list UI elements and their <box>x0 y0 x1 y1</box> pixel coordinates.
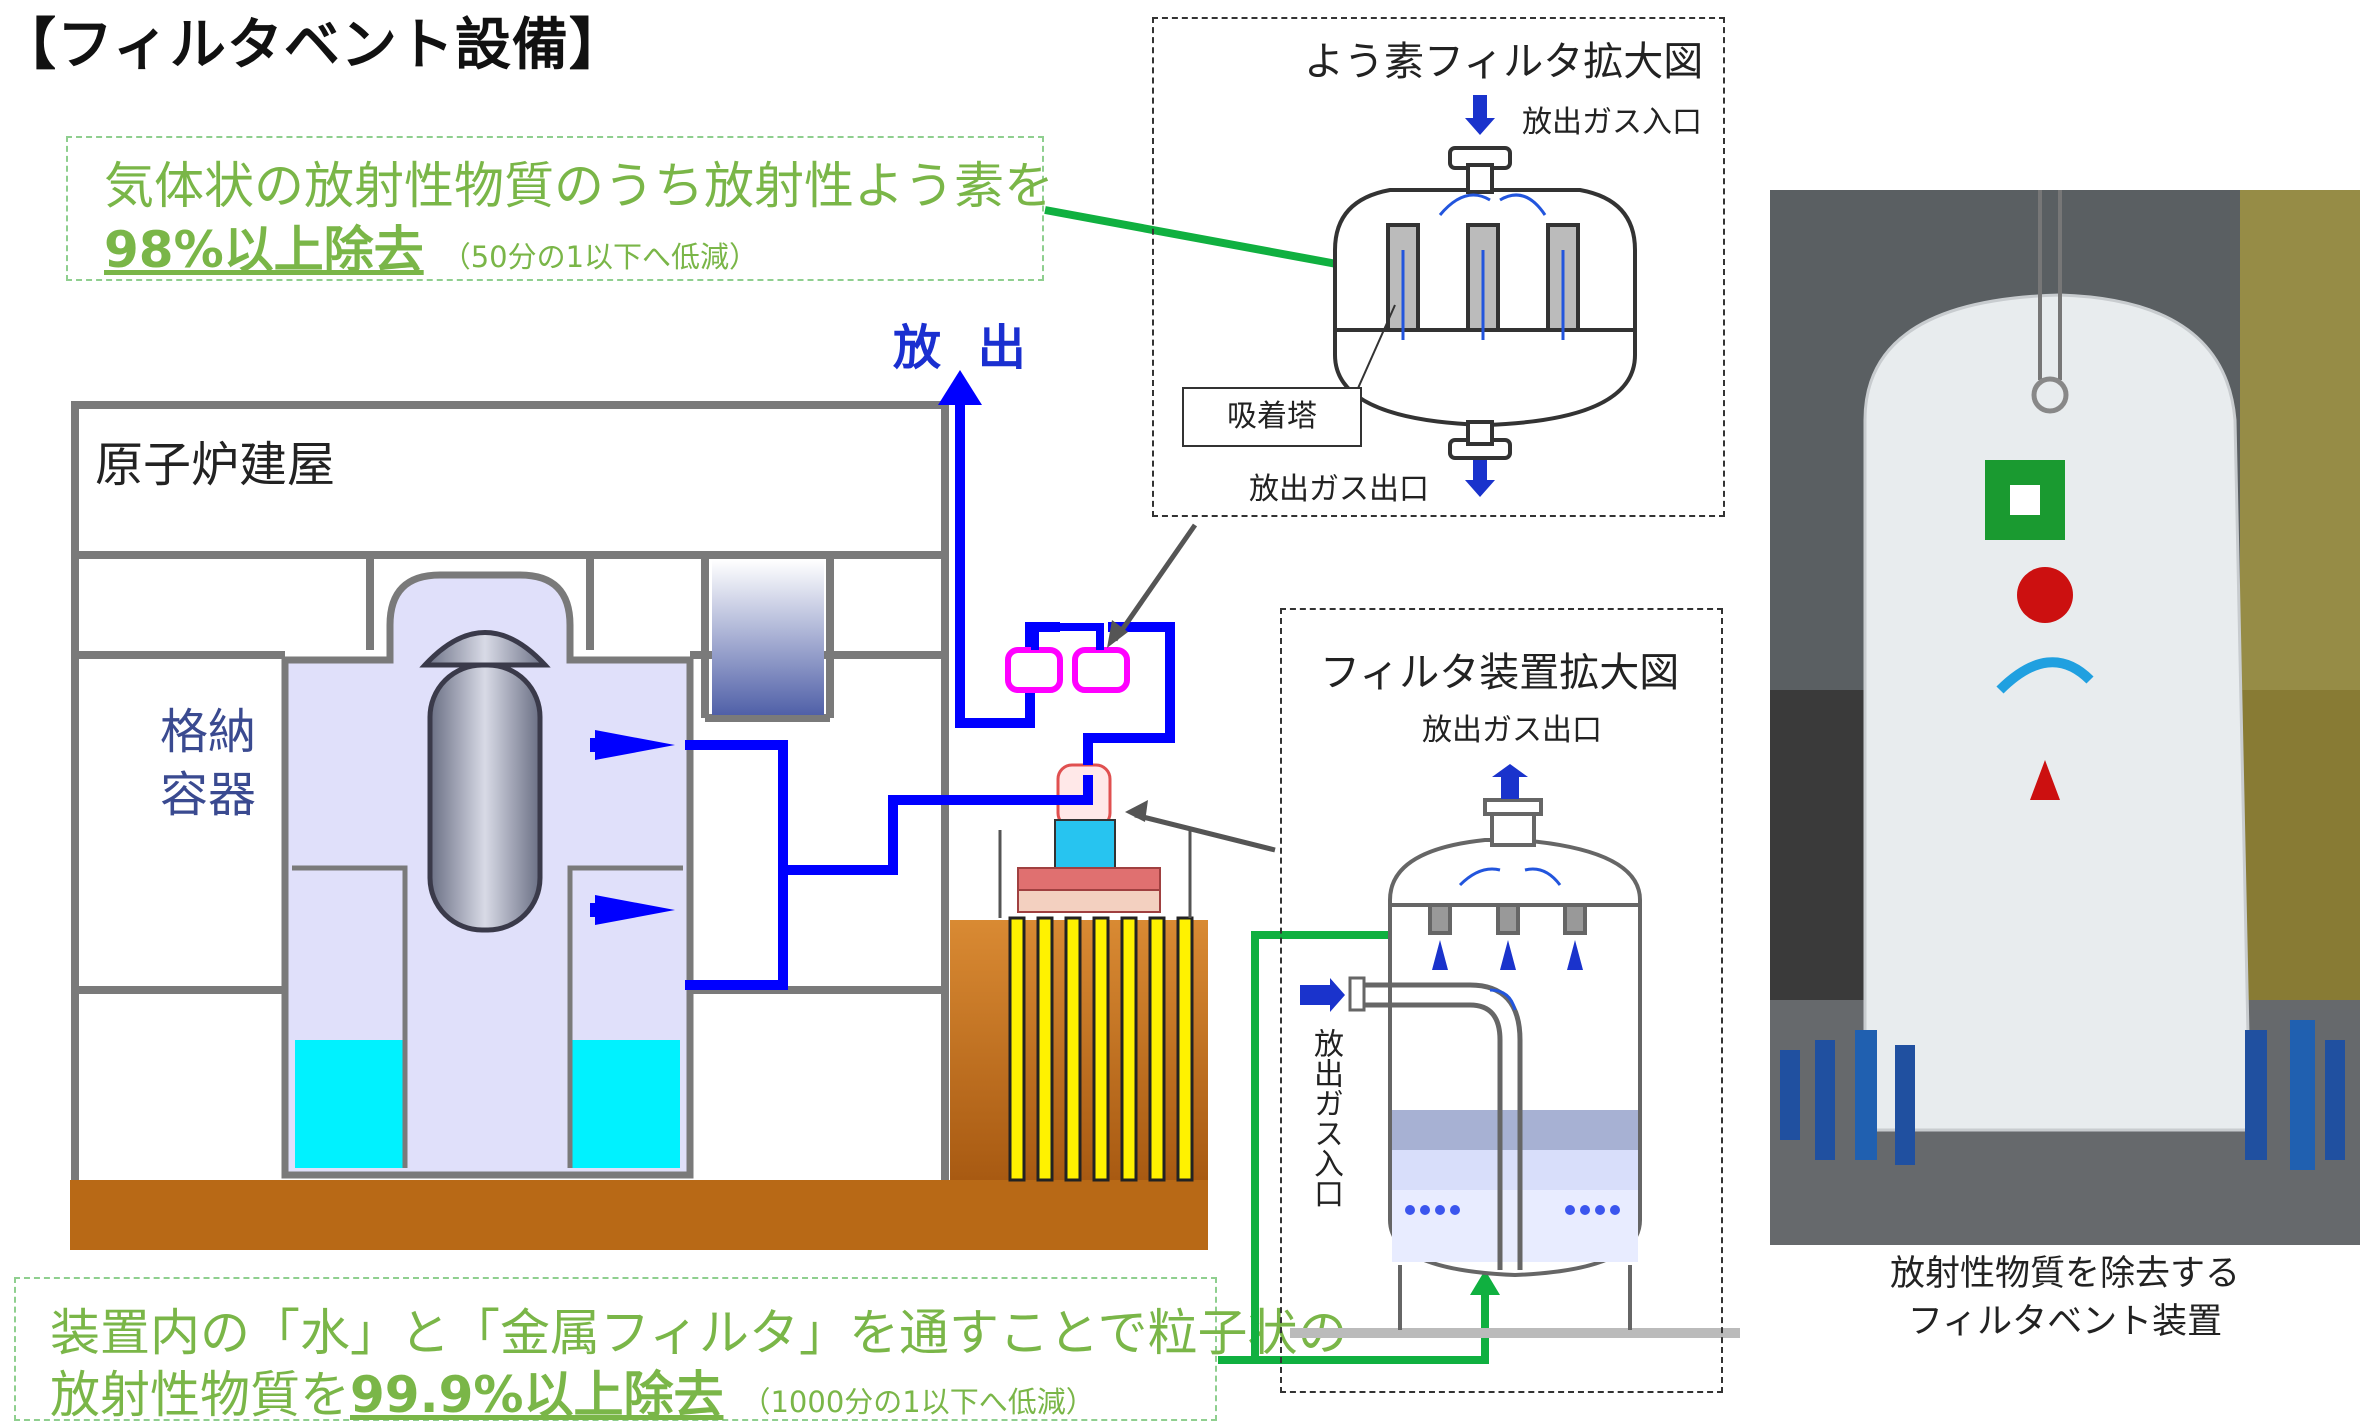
filter-device-detail-title: フィルタ装置拡大図 <box>1320 650 1680 696</box>
particle-reduction-note: （1000分の1以下へ低減） <box>741 1385 1095 1419</box>
containment-vessel <box>281 571 694 1179</box>
particle-callout-prefix: 放射性物質を <box>50 1366 350 1424</box>
filter-metal-layer <box>1392 1110 1638 1150</box>
reactor-building-label: 原子炉建屋 <box>95 437 336 493</box>
particle-removal-rate: 99.9%以上除去 <box>350 1366 724 1424</box>
page-title: 【フィルタベント設備】 <box>0 13 626 78</box>
foundation-piles <box>1008 916 1194 1182</box>
filter-flow-arrows <box>1432 940 1583 970</box>
iodine-gas-inlet-label: 放出ガス入口 <box>1522 105 1702 140</box>
photo-caption-line2: フィルタベント装置 <box>1907 1302 2223 1342</box>
vent-arrow-lower <box>595 895 675 925</box>
iodine-filter-detail-title: よう素フィルタ拡大図 <box>1304 39 1704 85</box>
particle-removal-callout: 装置内の「水」と「金属フィルタ」を通すことで粒子状の 放射性物質を99.9%以上… <box>14 1277 1348 1424</box>
iodine-filter-detail-drawing <box>1333 146 1637 460</box>
iodine-filter-detail-box: よう素フィルタ拡大図 放出ガス入口 放出ガス出口 吸着塔 <box>1152 17 1725 517</box>
filter-bubbles <box>1405 1205 1620 1215</box>
iodine-callout-text: 気体状の放射性物質のうち放射性よう素を <box>104 157 1054 215</box>
filter-inlet-pipe <box>1360 982 1523 1270</box>
containment-label-1: 格納 <box>160 704 257 760</box>
iodine-removal-callout: 気体状の放射性物質のうち放射性よう素を 98%以上除去 （50分の1以下へ低減） <box>66 136 1054 281</box>
filter-device-detail-box: フィルタ装置拡大図 放出ガス出口 放出ガス入口 <box>1280 608 1723 1393</box>
filter-base <box>1290 1328 1740 1338</box>
release-arrow <box>938 370 982 405</box>
iodine-filter-flow <box>1401 193 1565 340</box>
filter-gas-inlet-label: 放出ガス入口 <box>1308 1028 1343 1208</box>
iodine-filter-small <box>1005 647 1130 693</box>
adsorber-label: 吸着塔 <box>1182 387 1362 447</box>
reactor-building <box>71 401 949 1180</box>
green-pointer-arrows <box>1044 206 1489 1364</box>
vent-arrow-upper <box>595 730 675 760</box>
spent-fuel-pool <box>712 560 824 715</box>
photo-caption: 放射性物質を除去する フィルタベント装置 <box>1770 1250 2360 1346</box>
filter-vent-photo <box>1770 190 2360 1245</box>
containment-label-2: 容器 <box>160 767 257 823</box>
particle-callout-text: 装置内の「水」と「金属フィルタ」を通すことで粒子状の <box>50 1304 1348 1362</box>
iodine-gas-outlet-label: 放出ガス出口 <box>1249 472 1429 507</box>
iodine-reduction-note: （50分の1以下へ低減） <box>441 240 759 274</box>
release-label: 放 出 <box>893 320 1036 376</box>
foundation <box>70 1180 1208 1250</box>
filter-gas-outlet-label: 放出ガス出口 <box>1422 713 1602 748</box>
filter-device-small <box>1017 763 1161 913</box>
photo-caption-line1: 放射性物質を除去する <box>1889 1254 2240 1294</box>
iodine-removal-rate: 98%以上除去 <box>104 221 424 279</box>
filter-water-layer-upper <box>1392 1150 1638 1190</box>
filter-water-layer-lower <box>1392 1190 1638 1262</box>
